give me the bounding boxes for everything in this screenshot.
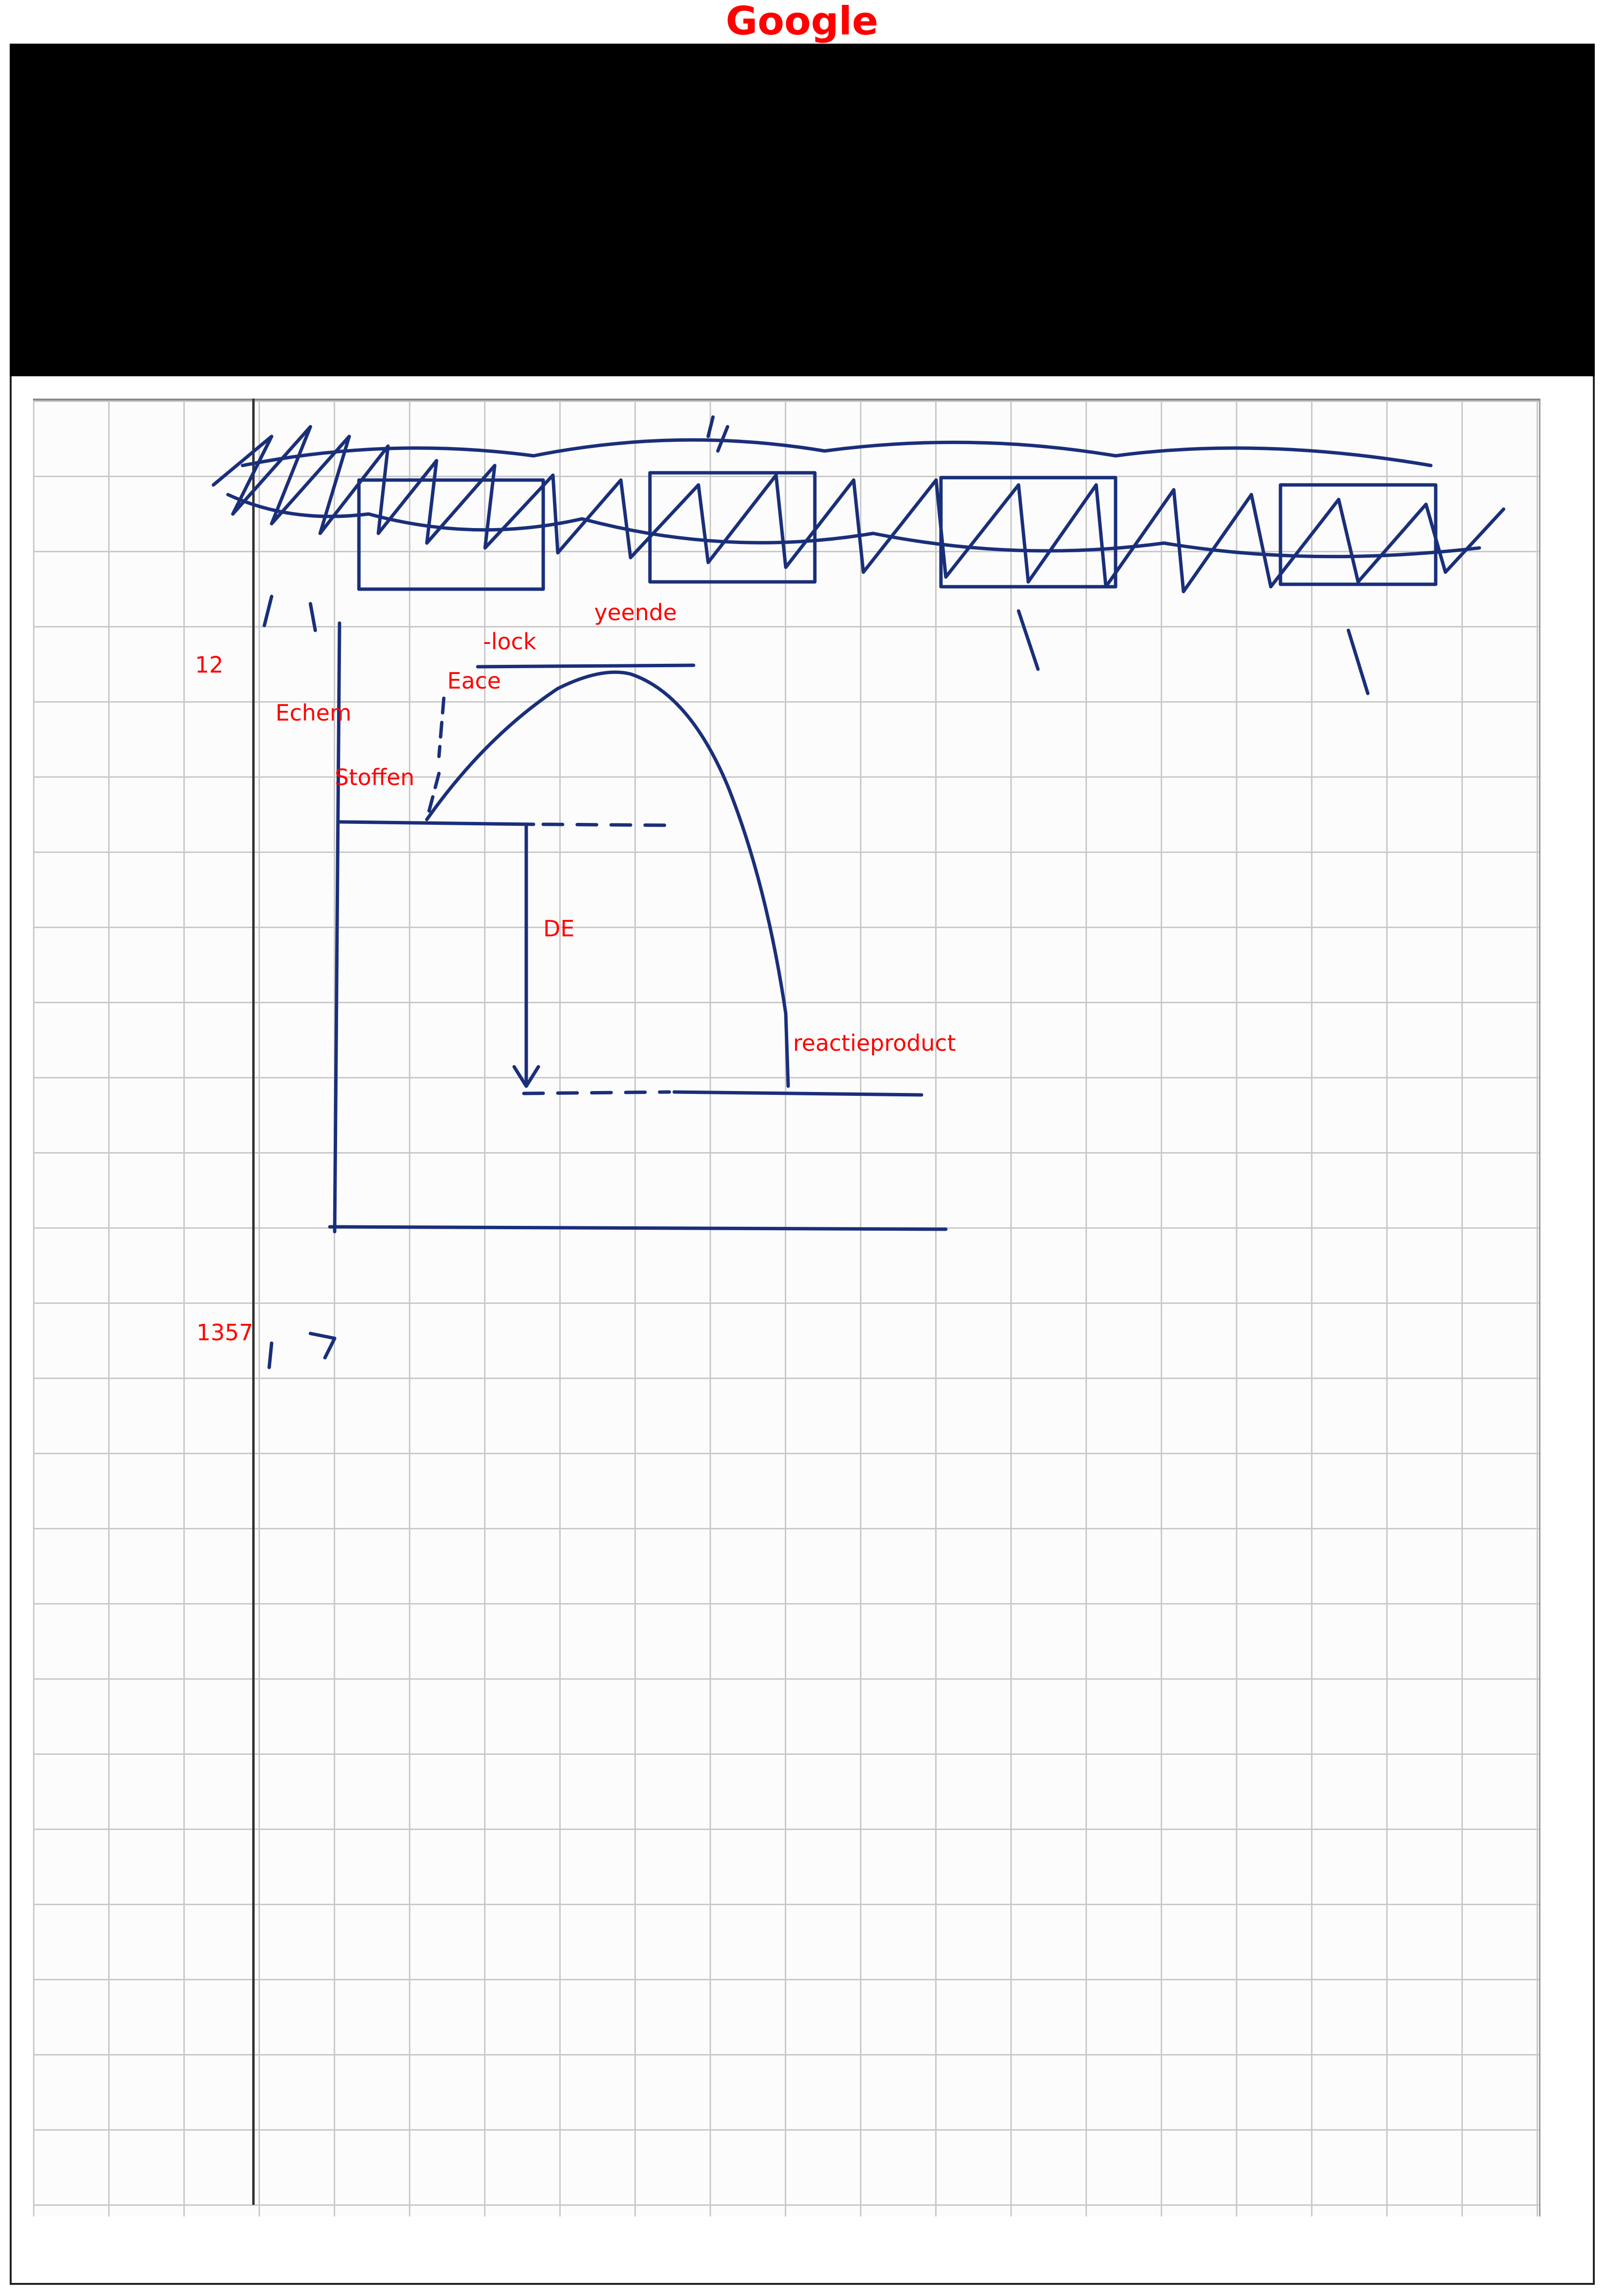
annotation-lock: -lock xyxy=(483,630,536,653)
product-dash xyxy=(524,1092,669,1093)
annotation-eace: Eace xyxy=(447,670,501,692)
annotation-echem: Echem xyxy=(275,702,352,724)
annotation-yeende: yeende xyxy=(594,601,677,624)
product-level xyxy=(674,1092,922,1095)
reactant-dash xyxy=(543,824,669,825)
transition-level xyxy=(478,665,694,667)
reactant-level xyxy=(340,822,534,824)
annotation-stoffen: Stoffen xyxy=(335,766,415,788)
scribble-out-region xyxy=(213,417,1504,693)
delta-e-arrow xyxy=(514,824,538,1086)
x-axis xyxy=(330,1227,946,1229)
annotation-12: 12 xyxy=(195,654,224,676)
annotation-1357: 1357 xyxy=(196,1321,253,1344)
annotation-reactieproduct: reactieproduct xyxy=(793,1032,956,1054)
annotation-de: DE xyxy=(543,917,575,940)
energy-curve xyxy=(427,672,788,1086)
